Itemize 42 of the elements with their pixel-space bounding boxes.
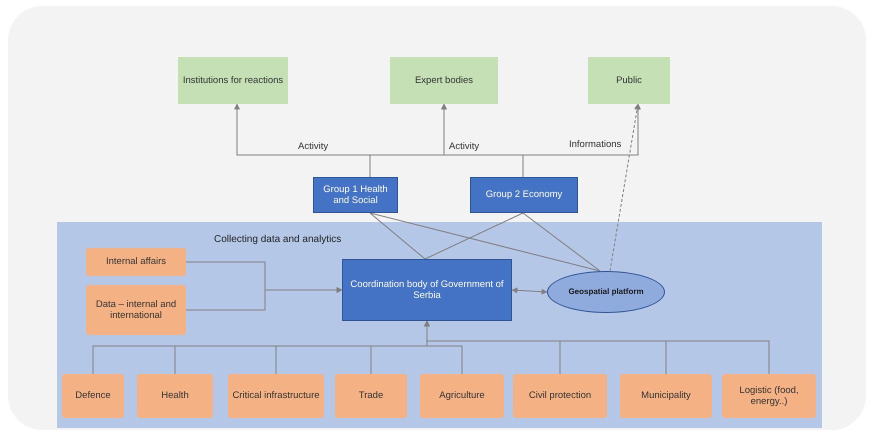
node-label: Civil protection xyxy=(528,390,592,402)
process-box xyxy=(313,177,398,213)
process-box xyxy=(228,374,324,418)
node-label: Expert bodies xyxy=(414,74,474,86)
node-label: Agriculture xyxy=(439,390,485,402)
edge-label: Activity xyxy=(296,141,330,152)
process-box xyxy=(722,374,816,418)
node-label: Data – internal and international xyxy=(94,298,178,322)
group-band xyxy=(57,222,822,428)
process-box xyxy=(62,374,124,418)
process-box xyxy=(513,374,607,418)
process-box xyxy=(420,374,504,418)
process-box xyxy=(342,259,512,321)
node-label: Group 2 Economy xyxy=(486,189,562,201)
node-label: Group 1 Health and Social xyxy=(322,184,389,206)
node-label: Municipality xyxy=(641,390,691,402)
process-box xyxy=(86,285,186,335)
node-label: Institutions for reactions xyxy=(182,74,284,86)
group-heading: Collecting data and analytics xyxy=(214,234,342,246)
process-box xyxy=(620,374,712,418)
process-box xyxy=(470,177,578,213)
node-label: Health xyxy=(161,390,189,402)
connector-arrow xyxy=(610,103,640,272)
node-label: Public xyxy=(616,74,642,86)
process-box xyxy=(86,248,186,276)
process-box xyxy=(390,57,498,104)
node-label: Logistic (food, energy..) xyxy=(738,384,800,408)
node-label: Coordination body of Government of Serbia xyxy=(349,278,505,302)
process-box xyxy=(137,374,213,418)
process-box xyxy=(178,57,288,104)
connector-arrow xyxy=(522,103,641,178)
process-box xyxy=(588,57,670,104)
node-label: Trade xyxy=(358,390,384,402)
connector-arrow xyxy=(511,287,548,295)
edge-label: Informations xyxy=(567,139,624,150)
process-box xyxy=(335,374,407,418)
node-label: Critical infrastructure xyxy=(232,390,320,402)
node-label: Defence xyxy=(75,390,111,402)
node-label: Geospatial platform xyxy=(568,287,644,297)
node-label: Internal affairs xyxy=(106,256,166,268)
edge-label: Activity xyxy=(447,141,482,152)
connector-arrow xyxy=(186,287,343,310)
